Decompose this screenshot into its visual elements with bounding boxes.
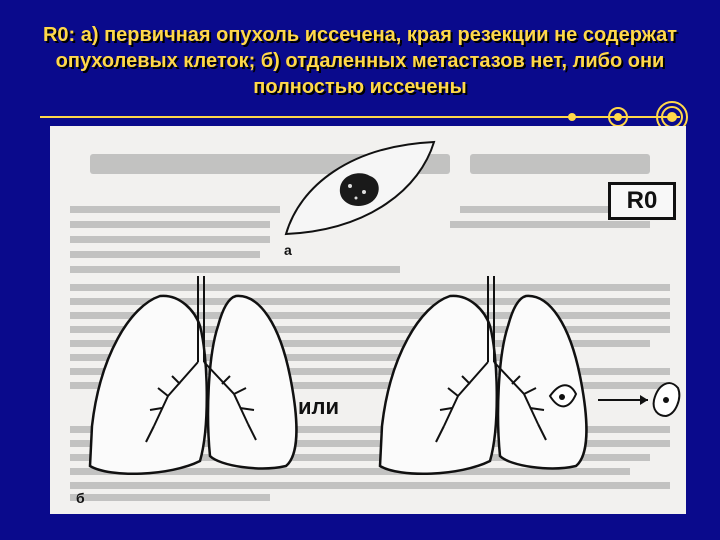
or-label: или bbox=[298, 394, 339, 420]
title-body: а) первичная опухоль иссечена, края резе… bbox=[56, 24, 677, 98]
title-prefix: R0: bbox=[43, 24, 75, 46]
scanned-figure: R0 а или б bbox=[50, 126, 686, 514]
figure-label-a: а bbox=[284, 242, 292, 258]
slide-title: R0: а) первичная опухоль иссечена, края … bbox=[10, 22, 710, 100]
figure-label-b: б bbox=[76, 490, 85, 506]
figure-drawing bbox=[50, 126, 686, 514]
r0-box-label: R0 bbox=[627, 187, 658, 215]
r0-box: R0 bbox=[608, 182, 676, 220]
